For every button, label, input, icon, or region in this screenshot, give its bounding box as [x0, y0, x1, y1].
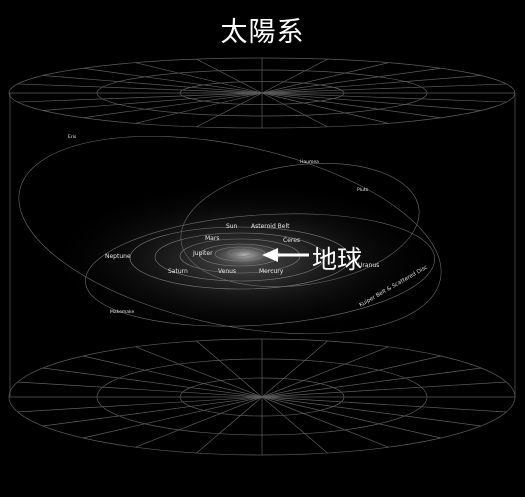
label-saturn: Saturn — [168, 268, 188, 275]
grid-spoke — [42, 367, 263, 398]
grid-spoke — [261, 75, 482, 94]
grid-spoke — [135, 346, 263, 398]
label-haumea: Haumea — [300, 160, 319, 165]
grid-spoke — [135, 92, 263, 124]
grid-spoke — [135, 396, 263, 448]
grid-spoke — [261, 355, 441, 398]
grid-spoke — [261, 396, 389, 448]
cylinder-outline — [9, 93, 516, 397]
grid-spoke — [261, 58, 328, 94]
grid-spoke — [17, 83, 263, 94]
grid-spoke — [83, 396, 263, 439]
grid-spoke — [261, 367, 482, 398]
grid-spoke — [196, 58, 263, 94]
label-asteroid-belt: Asteroid Belt — [251, 223, 290, 230]
grid-spoke — [261, 92, 328, 128]
grid-spoke — [83, 67, 263, 94]
grid-spoke — [261, 396, 482, 427]
label-ceres: Ceres — [283, 237, 301, 244]
grid-spoke — [261, 92, 389, 124]
label-sun: Sun — [226, 223, 238, 230]
label-neptune: Neptune — [105, 253, 131, 260]
label-mercury: Mercury — [259, 268, 284, 275]
grid-spoke — [42, 75, 263, 94]
grid-spoke — [42, 92, 263, 111]
label-uranus: Uranus — [358, 262, 380, 269]
grid-spoke — [42, 396, 263, 427]
grid-spoke — [261, 396, 328, 454]
label-jupiter: Jupiter — [193, 250, 213, 257]
grid-spoke — [261, 92, 507, 103]
grid-spoke — [261, 340, 328, 398]
grid-spoke — [261, 62, 389, 94]
grid-spoke — [261, 346, 389, 398]
grid-spoke — [261, 83, 507, 94]
earth-arrow — [262, 248, 309, 262]
dwarf-planet-orbits — [18, 135, 442, 335]
grid-spoke — [261, 67, 441, 94]
grid-spoke — [17, 381, 263, 398]
grid-spoke — [261, 396, 507, 413]
label-venus: Venus — [218, 268, 237, 275]
grid-spoke — [261, 396, 441, 439]
grid-spoke — [135, 62, 263, 94]
top-grid-disc — [8, 57, 516, 129]
grid-spoke — [261, 92, 482, 111]
grid-spoke — [17, 396, 263, 413]
label-pluto: Pluto — [357, 188, 369, 193]
bottom-grid-disc — [8, 338, 516, 456]
grid-spoke — [83, 355, 263, 398]
grid-spoke — [17, 92, 263, 103]
grid-spoke — [196, 92, 263, 128]
earth-label: 地球 — [312, 245, 363, 274]
grid-spoke — [196, 340, 263, 398]
page-title: 太陽系 — [220, 17, 305, 48]
grid-spoke — [261, 381, 507, 398]
grid-spoke — [83, 92, 263, 119]
grid-spoke — [261, 92, 441, 119]
grid-spoke — [196, 396, 263, 454]
label-makemake: Makemake — [110, 310, 135, 315]
label-mars: Mars — [205, 235, 220, 242]
label-eris: Eris — [68, 135, 77, 140]
